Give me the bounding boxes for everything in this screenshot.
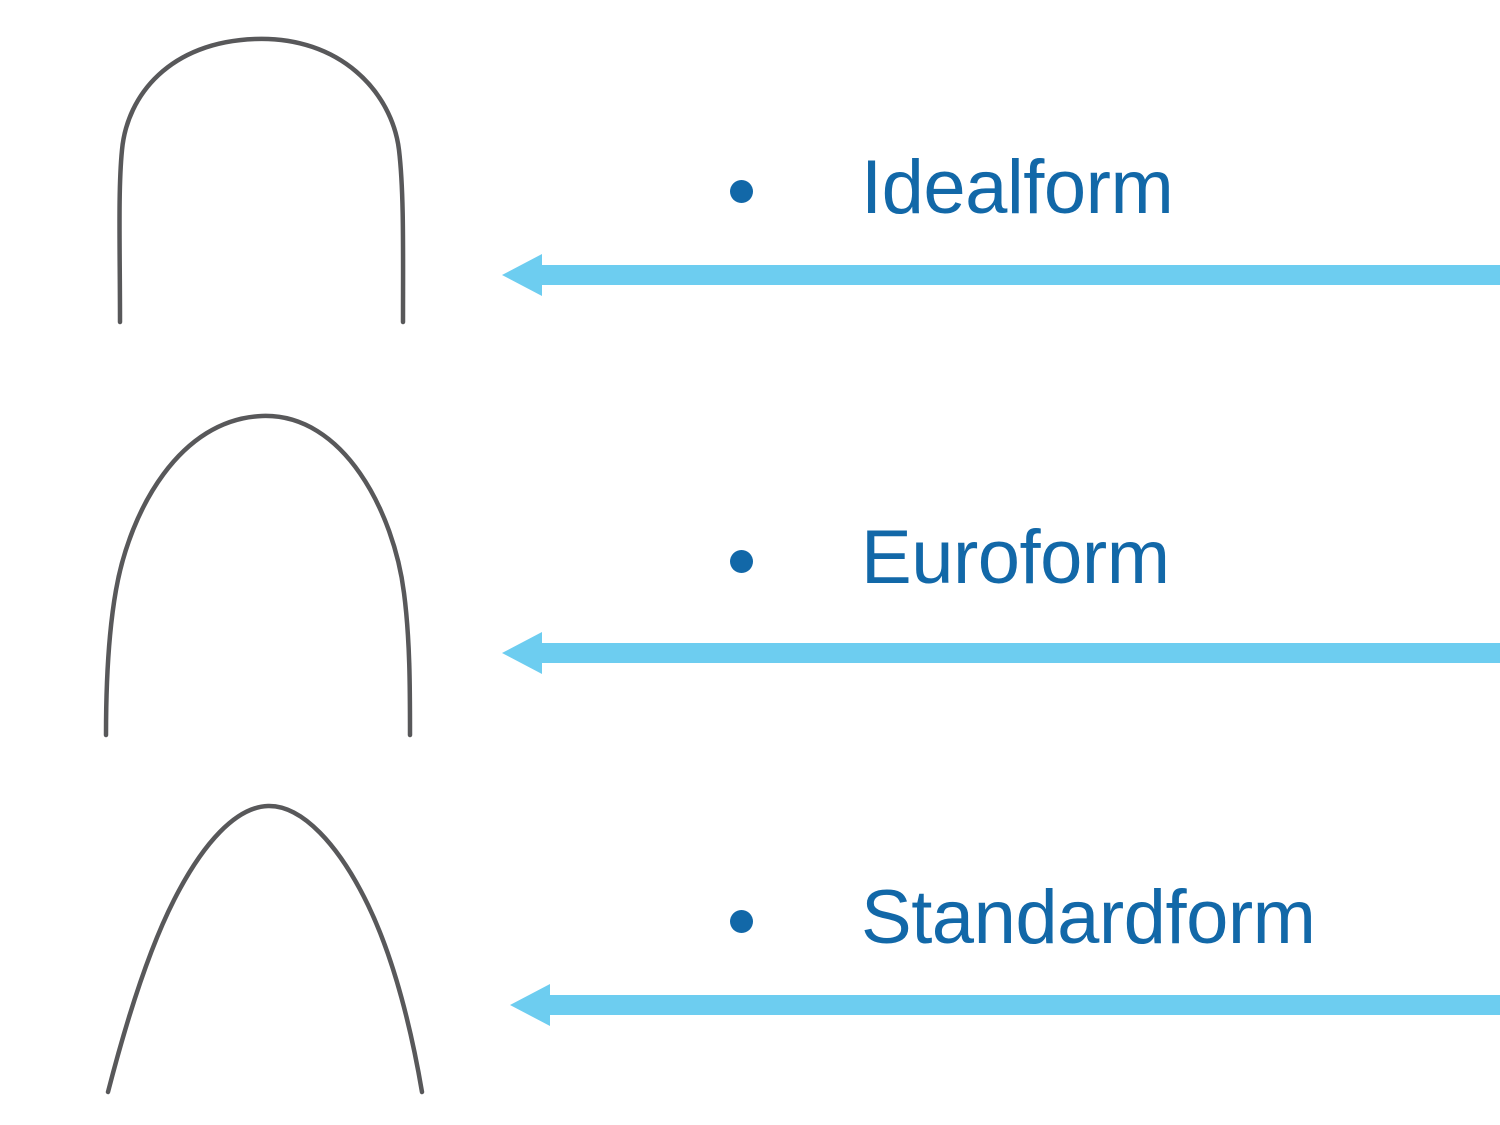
archwire-diagram-idealform	[60, 0, 480, 345]
arrow-left-standardform	[500, 974, 1500, 1036]
bullet-dot-icon	[730, 179, 753, 203]
archwire-diagram-standardform	[40, 765, 470, 1110]
list-item-standardform[interactable]: Standardform	[730, 875, 1316, 960]
list-item-label: Euroform	[861, 515, 1170, 600]
list-item-idealform[interactable]: Idealform	[730, 145, 1174, 230]
arrow-left-euroform	[500, 622, 1500, 684]
bullet-dot-icon	[730, 909, 753, 933]
list-item-euroform[interactable]: Euroform	[730, 520, 1170, 596]
list-item-label: Idealform	[861, 145, 1174, 230]
bullet-dot-icon	[730, 549, 753, 573]
archwire-diagram-euroform	[50, 385, 470, 745]
arrow-left-idealform	[500, 244, 1500, 306]
list-item-label: Standardform	[861, 875, 1316, 960]
